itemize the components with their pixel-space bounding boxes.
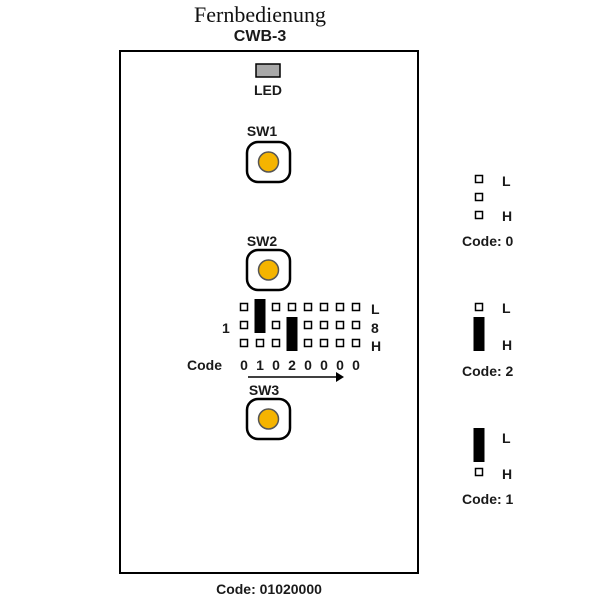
code-label: Code xyxy=(187,357,222,373)
legend-jumper-2 xyxy=(473,428,485,462)
switch-button-sw2[interactable] xyxy=(245,248,292,292)
code-arrow-head xyxy=(336,372,344,382)
dip-row-label-8: 8 xyxy=(371,320,379,336)
dip-pin xyxy=(239,302,249,312)
sw1-label: SW1 xyxy=(246,123,278,139)
dip-pin xyxy=(335,338,345,348)
legend-1-label-l: L xyxy=(502,430,511,446)
dip-jumper-1 xyxy=(254,299,266,333)
remote-body xyxy=(119,50,419,574)
dip-pin xyxy=(239,320,249,330)
switch-center xyxy=(257,259,280,281)
legend-pin xyxy=(474,192,484,202)
legend-pin xyxy=(474,210,484,220)
switch-button-sw1[interactable] xyxy=(245,140,292,184)
code-digit: 2 xyxy=(288,357,296,373)
dip-pin xyxy=(351,302,361,312)
sw3-label: SW3 xyxy=(248,382,280,398)
dip-pin xyxy=(239,338,249,348)
dip-row-label-l: L xyxy=(371,301,380,317)
legend-0-label-h: H xyxy=(502,208,513,224)
code-digit: 0 xyxy=(304,357,312,373)
dip-pin xyxy=(351,338,361,348)
legend-2-caption: Code: 2 xyxy=(462,363,514,379)
model-label: CWB-3 xyxy=(233,28,287,45)
legend-0-label-l: L xyxy=(502,173,511,189)
switch-button-sw3[interactable] xyxy=(245,397,292,441)
dip-pin xyxy=(271,320,281,330)
code-digit: 0 xyxy=(336,357,344,373)
dip-pin xyxy=(271,338,281,348)
dip-pin xyxy=(319,320,329,330)
dip-row-label-h: H xyxy=(371,338,382,354)
legend-1-caption: Code: 1 xyxy=(462,491,514,507)
code-digit: 0 xyxy=(320,357,328,373)
dip-pin xyxy=(319,302,329,312)
legend-2-label-l: L xyxy=(502,300,511,316)
dip-pin xyxy=(287,302,297,312)
dip-left-label: 1 xyxy=(222,320,230,336)
dip-pin xyxy=(335,302,345,312)
dip-jumper-3 xyxy=(286,317,298,351)
code-digit: 0 xyxy=(352,357,360,373)
legend-jumper-1 xyxy=(473,317,485,351)
dip-pin xyxy=(271,302,281,312)
sw2-label: SW2 xyxy=(246,233,278,249)
led-indicator xyxy=(255,63,281,78)
dip-pin xyxy=(255,338,265,348)
code-digit: 0 xyxy=(240,357,248,373)
switch-center xyxy=(257,408,280,430)
legend-pin xyxy=(474,302,484,312)
dip-pin xyxy=(303,302,313,312)
legend-pin xyxy=(474,174,484,184)
dip-pin xyxy=(303,338,313,348)
footer-code: Code: 01020000 xyxy=(216,581,322,597)
legend-2-label-h: H xyxy=(502,337,513,353)
dip-pin xyxy=(319,338,329,348)
title: Fernbedienung xyxy=(194,2,326,27)
dip-pin xyxy=(303,320,313,330)
led-label: LED xyxy=(254,82,282,98)
dip-pin xyxy=(351,320,361,330)
code-digit: 0 xyxy=(272,357,280,373)
dip-pin xyxy=(335,320,345,330)
legend-1-label-h: H xyxy=(502,466,513,482)
legend-0-caption: Code: 0 xyxy=(462,233,514,249)
code-digit: 1 xyxy=(256,357,264,373)
legend-pin xyxy=(474,467,484,477)
switch-center xyxy=(257,151,280,173)
